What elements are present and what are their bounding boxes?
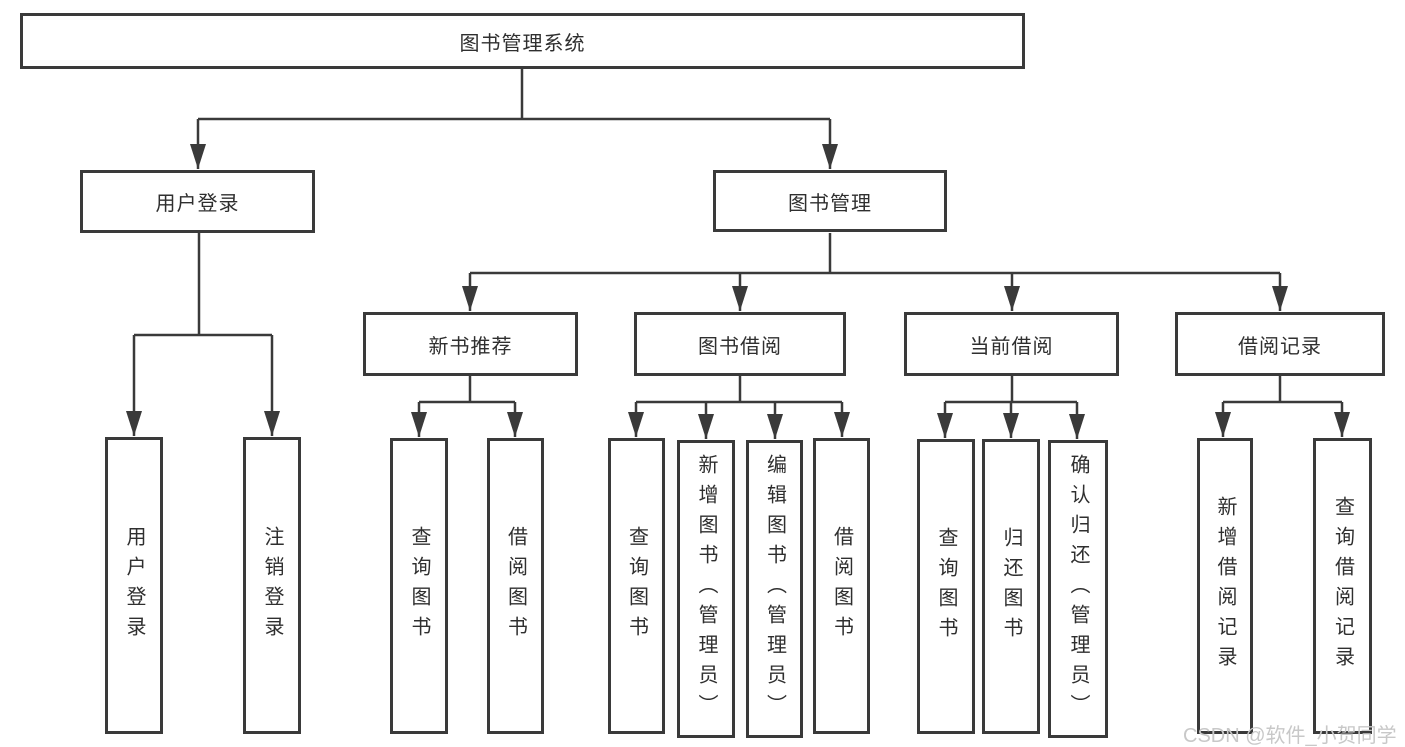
leaf-user-login: 用户登录 xyxy=(105,437,163,734)
leaf-query-books-current: 查询图书 xyxy=(917,439,975,734)
leaf-label: 借阅图书 xyxy=(830,526,853,646)
leaf-label: 归还图书 xyxy=(1000,526,1022,647)
leaf-add-borrow-record: 新增借阅记录 xyxy=(1197,438,1253,734)
node-new-book-recommendation: 新书推荐 xyxy=(363,312,578,376)
node-borrowing-records: 借阅记录 xyxy=(1175,312,1385,376)
node-user-login: 用户登录 xyxy=(80,170,315,233)
node-label: 新书推荐 xyxy=(428,335,513,358)
leaf-label: 查询图书 xyxy=(625,526,648,646)
leaf-edit-books-admin: 编辑图书（管理员） xyxy=(746,440,803,738)
leaf-label: 新增图书（管理员） xyxy=(695,454,717,724)
leaf-borrow-books-recommend: 借阅图书 xyxy=(487,438,544,734)
node-label: 图书借阅 xyxy=(698,335,782,358)
leaf-borrow-books: 借阅图书 xyxy=(813,438,870,734)
node-current-borrowing: 当前借阅 xyxy=(904,312,1119,376)
node-book-management-system: 图书管理系统 xyxy=(20,13,1025,69)
leaf-query-borrow-record: 查询借阅记录 xyxy=(1313,438,1372,734)
node-label: 用户登录 xyxy=(155,193,240,215)
node-label: 图书管理系统 xyxy=(459,32,586,55)
leaf-add-books-admin: 新增图书（管理员） xyxy=(677,440,735,738)
leaf-label: 新增借阅记录 xyxy=(1214,496,1236,676)
leaf-label: 查询借阅记录 xyxy=(1331,496,1354,676)
leaf-logout: 注销登录 xyxy=(243,437,301,734)
watermark-text: CSDN @软件_小贺同学 xyxy=(1183,725,1397,747)
leaf-label: 编辑图书（管理员） xyxy=(763,454,786,724)
leaf-label: 借阅图书 xyxy=(504,526,527,646)
node-book-management: 图书管理 xyxy=(713,170,947,232)
leaf-confirm-return-admin: 确认归还（管理员） xyxy=(1048,440,1108,738)
leaf-query-books-borrowing: 查询图书 xyxy=(608,438,665,734)
leaf-query-books-recommend: 查询图书 xyxy=(390,438,448,734)
node-label: 图书管理 xyxy=(788,192,872,215)
node-label: 借阅记录 xyxy=(1238,335,1322,358)
leaf-label: 确认归还（管理员） xyxy=(1067,454,1089,724)
node-book-borrowing: 图书借阅 xyxy=(634,312,846,376)
node-label: 当前借阅 xyxy=(969,335,1054,358)
leaf-return-books: 归还图书 xyxy=(982,439,1040,734)
leaf-label: 用户登录 xyxy=(123,525,145,646)
leaf-label: 查询图书 xyxy=(408,526,430,646)
leaf-label: 查询图书 xyxy=(935,526,957,647)
leaf-label: 注销登录 xyxy=(261,525,283,646)
